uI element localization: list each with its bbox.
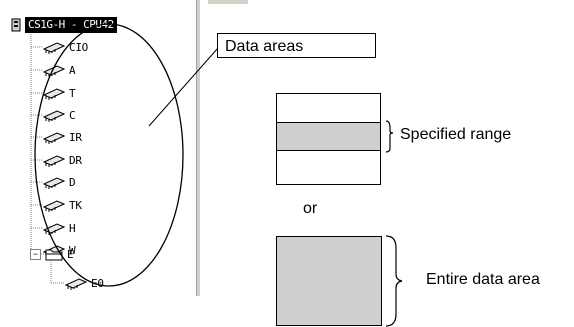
- tree-item-d[interactable]: D: [43, 172, 76, 192]
- memory-chip-icon: [43, 110, 65, 122]
- tree-item-label: C: [69, 108, 76, 122]
- or-label: or: [303, 200, 318, 217]
- memory-chip-icon: [43, 42, 65, 54]
- tree-folder-label: E: [67, 247, 74, 261]
- panel-border: [196, 0, 197, 296]
- tree-item-label: IR: [69, 130, 82, 144]
- tree-item-label: CIO: [69, 40, 88, 54]
- collapse-toggle[interactable]: −: [30, 249, 41, 260]
- specified-range-brace: [385, 120, 394, 153]
- tree-item-label: E0: [91, 276, 104, 290]
- memory-chip-icon: [43, 65, 65, 77]
- tree-item-ir[interactable]: IR: [43, 127, 82, 147]
- specified-range-label: Specified range: [400, 126, 512, 143]
- callout-leader-line: [148, 47, 219, 127]
- tree-item-a[interactable]: A: [43, 60, 76, 80]
- memory-chip-icon: [43, 200, 65, 212]
- tree-item-label: W: [69, 243, 76, 257]
- panel-bottom: [3, 296, 200, 327]
- plc-icon: [11, 18, 21, 32]
- tree-item-label: DR: [69, 153, 82, 167]
- tree-item-cio[interactable]: CIO: [43, 37, 88, 57]
- memory-chip-icon: [43, 88, 65, 100]
- tree-item-dr[interactable]: DR: [43, 150, 82, 170]
- tree-item-label: A: [69, 63, 76, 77]
- tree-panel: CS1G-H - CPU42 CIO A T C IR DR D TK H W …: [3, 0, 200, 296]
- tree-folder-e[interactable]: E: [45, 244, 74, 264]
- tree-item-t[interactable]: T: [43, 83, 76, 103]
- specified-range-band: [277, 122, 380, 151]
- tree-item-label: H: [69, 221, 76, 235]
- entire-area-diagram: [276, 236, 382, 326]
- tree-item-label: D: [69, 175, 76, 189]
- tree-item-label: T: [69, 86, 76, 100]
- tree-item-e0[interactable]: E0: [65, 273, 104, 293]
- memory-chip-icon: [43, 155, 65, 167]
- memory-chip-icon: [65, 278, 87, 290]
- vertical-scrollbar[interactable]: [197, 0, 200, 296]
- tree-item-label: TK: [69, 198, 82, 212]
- entire-area-brace: [385, 235, 403, 327]
- window-edge: [208, 0, 248, 4]
- tree-item-tk[interactable]: TK: [43, 195, 82, 215]
- memory-chip-icon: [43, 132, 65, 144]
- entire-area-label: Entire data area: [426, 271, 540, 288]
- specified-range-diagram: [276, 93, 381, 185]
- data-areas-callout: Data areas: [217, 33, 376, 58]
- data-areas-ellipse: [34, 23, 184, 287]
- tree-item-c[interactable]: C: [43, 105, 76, 125]
- folder-icon: [45, 249, 63, 261]
- memory-chip-icon: [43, 177, 65, 189]
